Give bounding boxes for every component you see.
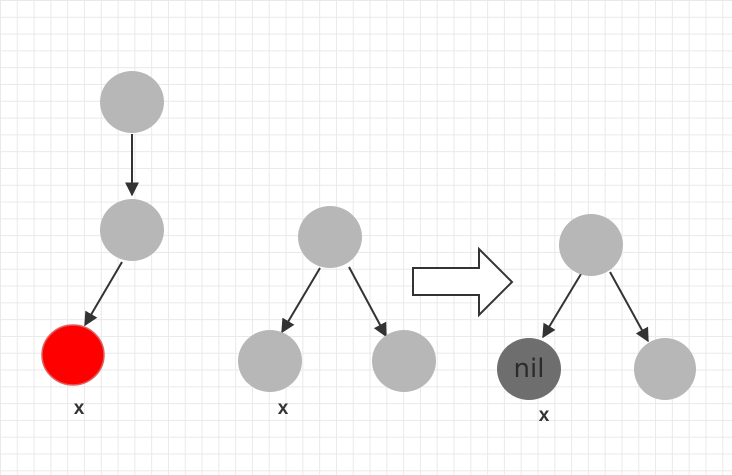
node-right-root <box>559 214 623 276</box>
edge-left-mid-to-x <box>84 261 123 327</box>
transform-arrow <box>412 246 514 318</box>
edge-right-root-to-nil <box>542 273 582 339</box>
x-label-left: x <box>73 398 85 419</box>
edge-middle-root-to-right <box>348 266 387 338</box>
x-label-middle: x <box>277 398 289 419</box>
node-left-mid <box>100 199 164 261</box>
edge-middle-root-to-left <box>281 267 321 334</box>
node-middle-right <box>372 330 436 392</box>
node-right-right <box>634 338 696 400</box>
node-middle-root <box>298 206 362 268</box>
node-middle-left-x <box>238 330 302 392</box>
node-left-root <box>100 71 164 133</box>
node-right-nil <box>497 338 561 400</box>
edge-right-root-to-right <box>609 271 649 343</box>
node-left-x-red <box>41 324 105 386</box>
x-label-right: x <box>538 405 550 426</box>
nil-node-label: nil <box>513 354 545 384</box>
